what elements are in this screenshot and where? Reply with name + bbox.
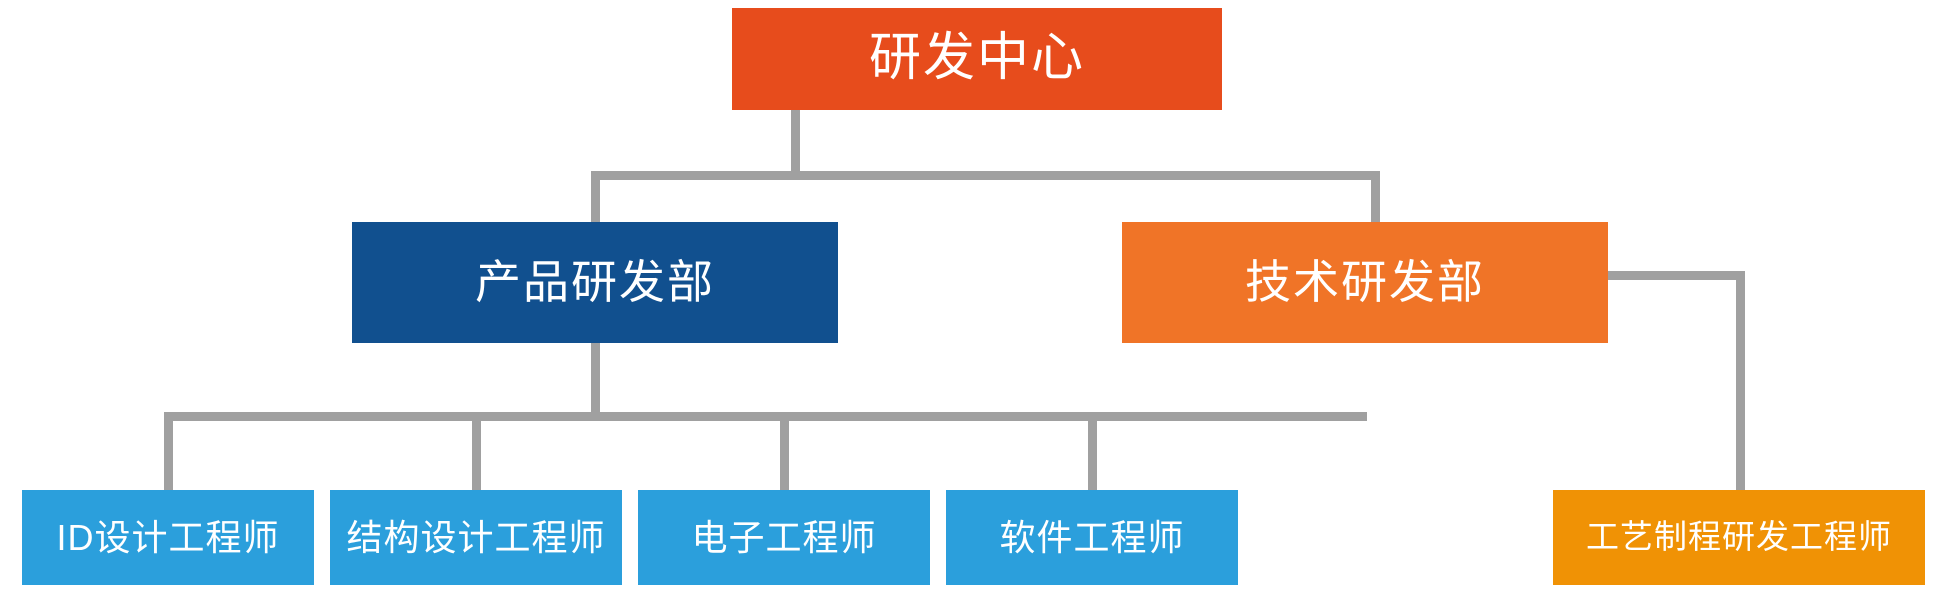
connector-level2-horizontal-bus [598,171,1380,180]
connector-to-tech-dept [1371,171,1380,224]
connector-tech-dept-elbow-vertical [1736,271,1745,492]
node-department-tech-label: 技术研发部 [1245,256,1485,309]
node-role-5-label: 工艺制程研发工程师 [1586,518,1892,556]
node-department-product-rnd[interactable]: 产品研发部 [352,222,838,343]
node-department-tech-rnd[interactable]: 技术研发部 [1122,222,1608,343]
node-role-id-design-engineer[interactable]: ID设计工程师 [22,490,314,585]
node-role-3-label: 电子工程师 [691,516,877,558]
node-root-rnd-center[interactable]: 研发中心 [732,8,1222,110]
connector-to-role-3 [780,412,789,492]
node-role-process-rnd-engineer[interactable]: 工艺制程研发工程师 [1553,490,1925,585]
connector-product-dept-stem [591,343,600,413]
connector-to-role-2 [472,412,481,492]
connector-to-role-1 [164,412,173,492]
connector-root-stem [791,110,800,172]
connector-level3-horizontal-bus [164,412,1367,421]
node-role-4-label: 软件工程师 [999,516,1185,558]
connector-to-product-dept [591,171,600,224]
node-role-structure-design-engineer[interactable]: 结构设计工程师 [330,490,622,585]
node-role-1-label: ID设计工程师 [56,516,280,558]
node-role-2-label: 结构设计工程师 [346,516,606,558]
node-department-product-label: 产品研发部 [475,256,715,309]
node-root-label: 研发中心 [868,29,1085,88]
node-role-electronics-engineer[interactable]: 电子工程师 [638,490,930,585]
node-role-software-engineer[interactable]: 软件工程师 [946,490,1238,585]
connector-tech-dept-elbow-horizontal [1604,271,1745,280]
connector-to-role-4 [1088,412,1097,492]
